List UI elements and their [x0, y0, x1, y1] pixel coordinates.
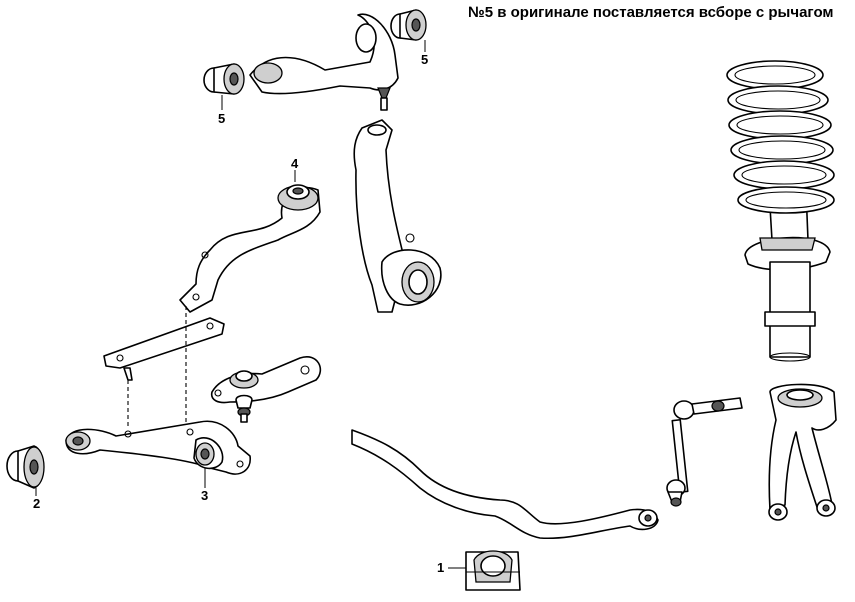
lower-rear-arm: [179, 184, 321, 313]
stabilizer-bushing-1: [465, 550, 521, 591]
callout-3: 3: [201, 488, 209, 503]
strut-fork: [768, 383, 837, 521]
stabilizer-bar: [351, 429, 659, 540]
assembly-note: №5 в оригинале поставляется всборе с рыч…: [468, 4, 834, 21]
callout-5-left: 5: [218, 111, 226, 126]
stabilizer-link: [666, 397, 743, 507]
callout-4: 4: [291, 156, 299, 171]
bushing-2: [6, 445, 45, 489]
ball-joint-arm: [210, 356, 322, 423]
bushing-5-left: [203, 63, 245, 95]
callout-1: 1: [437, 560, 445, 575]
upper-control-arm: [249, 13, 399, 111]
spring-strut-assembly: [726, 60, 835, 362]
bracket-plate: [103, 317, 225, 381]
steering-knuckle: [353, 119, 442, 313]
leader-lines: [35, 40, 466, 569]
lower-control-arm: [65, 420, 251, 475]
callout-2: 2: [33, 496, 41, 511]
callout-5-right: 5: [421, 52, 429, 67]
bushing-5-right: [390, 9, 427, 41]
